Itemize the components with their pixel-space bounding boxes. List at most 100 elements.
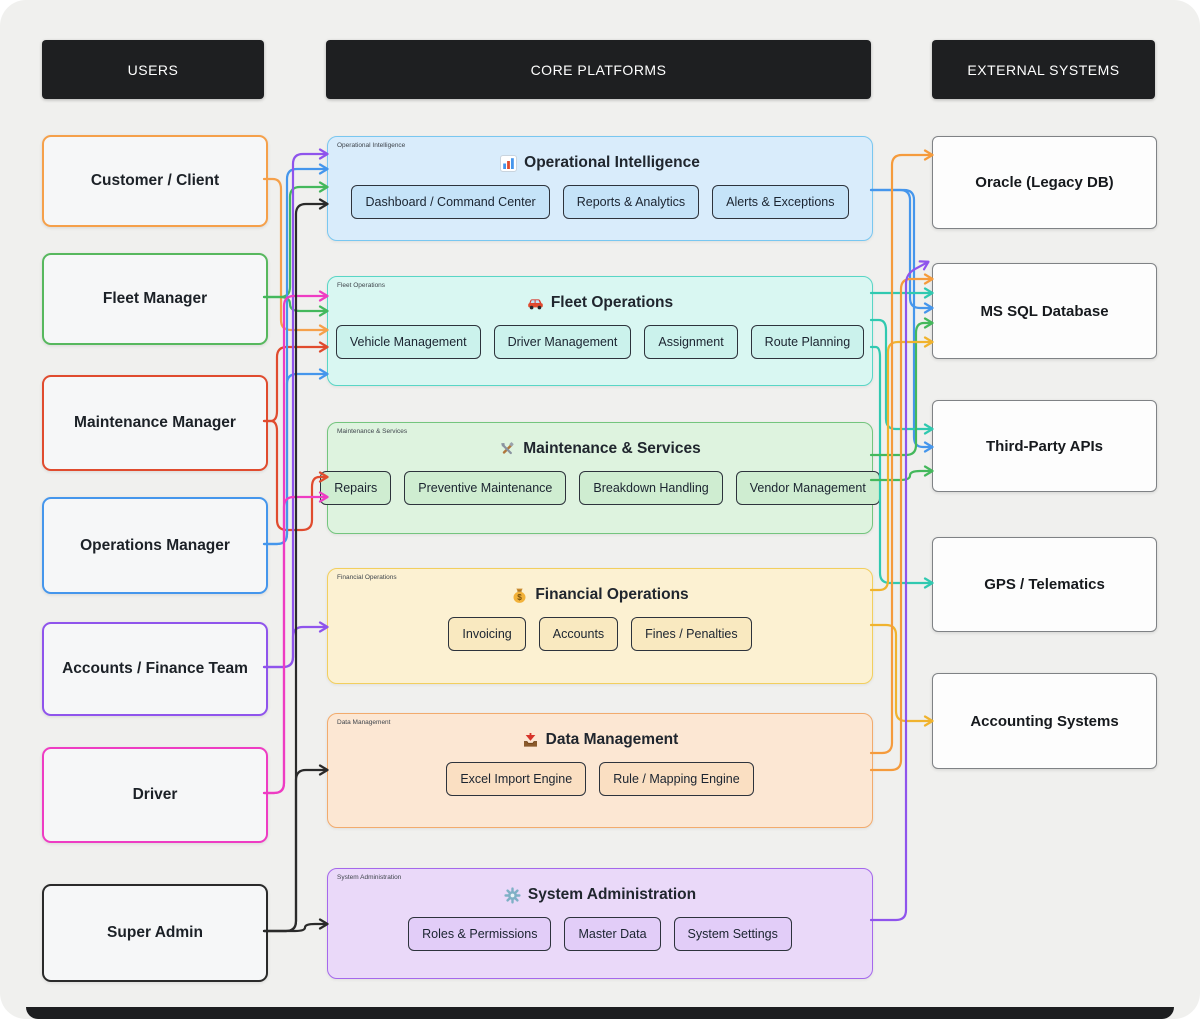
user-node-label: Super Admin (107, 924, 203, 941)
platform-tag-label: Financial Operations (337, 574, 397, 581)
edge-accounts-to-op-int (262, 148, 329, 669)
edge-fleet-ops-to-gps (869, 345, 934, 589)
chip-breakdown-handling[interactable]: Breakdown Handling (579, 471, 723, 505)
platform-tag-label: Fleet Operations (337, 282, 386, 289)
platform-panel-fleet-ops[interactable]: Fleet Operations Fleet Operations Vehicl… (327, 276, 873, 386)
user-node-customer[interactable]: Customer / Client (42, 135, 268, 227)
edge-super-admin-to-sys-admin (262, 918, 329, 933)
svg-text:$: $ (518, 593, 523, 602)
chip-excel-import-engine[interactable]: Excel Import Engine (446, 762, 587, 796)
platform-title: Financial Operations (535, 586, 689, 603)
user-node-accounts[interactable]: Accounts / Finance Team (42, 622, 268, 716)
edge-super-admin-to-op-int (262, 198, 329, 933)
platform-tag-label: Operational Intelligence (337, 142, 406, 149)
gear-icon (504, 886, 521, 904)
platform-panel-data-mgmt[interactable]: Data Management Data Management Excel Im… (327, 713, 873, 828)
platform-tag-label: System Administration (337, 874, 402, 881)
user-node-operations-manager[interactable]: Operations Manager (42, 497, 268, 594)
chip-system-settings[interactable]: System Settings (673, 917, 792, 951)
chip-dashboard-command-center[interactable]: Dashboard / Command Center (351, 185, 550, 219)
edge-financial-to-ms-sql (869, 336, 934, 592)
column-header-external-systems: EXTERNAL SYSTEMS (932, 40, 1155, 99)
edge-maintenance-manager-to-fleet-ops (262, 341, 329, 423)
chip-vendor-management[interactable]: Vendor Management (735, 471, 880, 505)
chip-assignment[interactable]: Assignment (644, 325, 738, 359)
edge-data-mgmt-to-ms-sql (869, 273, 934, 772)
platform-tag-label: Data Management (337, 719, 391, 726)
chip-preventive-maintenance[interactable]: Preventive Maintenance (404, 471, 567, 505)
chip-invoicing[interactable]: Invoicing (448, 617, 526, 651)
edge-super-admin-to-data-mgmt (262, 764, 329, 933)
external-node-ms-sql[interactable]: MS SQL Database (932, 263, 1157, 359)
user-node-maintenance-manager[interactable]: Maintenance Manager (42, 375, 268, 471)
external-node-accounting[interactable]: Accounting Systems (932, 673, 1157, 769)
platform-chip-row: Roles & Permissions Master Data System Set… (328, 917, 872, 951)
edge-operations-manager-to-fleet-ops (262, 368, 329, 546)
user-node-fleet-manager[interactable]: Fleet Manager (42, 253, 268, 345)
edge-driver-to-fleet-ops (262, 290, 329, 795)
chip-reports-analytics[interactable]: Reports & Analytics (562, 185, 700, 219)
chip-master-data[interactable]: Master Data (564, 917, 661, 951)
platform-title: Fleet Operations (550, 294, 674, 311)
chip-alerts-exceptions[interactable]: Alerts & Exceptions (712, 185, 849, 219)
edge-sys-admin-to-ms-sql (869, 260, 930, 922)
column-header-core-platforms: CORE PLATFORMS (326, 40, 871, 99)
import-tray-icon (522, 732, 539, 749)
platform-title-row: Fleet Operations (328, 294, 872, 312)
edge-op-int-to-ms-sql (869, 188, 934, 314)
external-system-label: Accounting Systems (970, 712, 1119, 730)
edge-data-mgmt-to-oracle (869, 149, 934, 755)
edge-fleet-manager-to-op-int (262, 181, 329, 299)
external-system-label: MS SQL Database (980, 302, 1109, 320)
platform-chip-row: Excel Import Engine Rule / Mapping Engine (328, 762, 872, 796)
external-system-label: Third-Party APIs (986, 437, 1103, 455)
user-node-label: Customer / Client (90, 172, 220, 189)
chip-accounts[interactable]: Accounts (538, 617, 619, 651)
edge-op-int-to-third-party (869, 188, 934, 453)
external-system-label: Oracle (Legacy DB) (975, 174, 1114, 191)
bottom-frame-bar (26, 1007, 1174, 1019)
platform-chip-row: Dashboard / Command Center Reports & Anal… (328, 185, 872, 219)
platform-panel-op-int[interactable]: Operational Intelligence Operational Int… (327, 136, 873, 241)
external-node-third-party[interactable]: Third-Party APIs (932, 400, 1157, 492)
edge-driver-to-maintenance (262, 491, 329, 795)
edge-financial-to-accounting (869, 623, 934, 727)
chip-fines-penalties[interactable]: Fines / Penalties (631, 617, 752, 651)
chip-roles-permissions[interactable]: Roles & Permissions (408, 917, 552, 951)
platform-title-row: System Administration (328, 886, 872, 904)
edge-maintenance-to-third-party (869, 465, 934, 482)
edge-maintenance-manager-to-maintenance (262, 419, 329, 532)
user-node-label: Accounts / Finance Team (62, 660, 248, 677)
chip-vehicle-management[interactable]: Vehicle Management (335, 325, 481, 359)
platform-title-row: Data Management (328, 731, 872, 749)
edge-maintenance-to-ms-sql (869, 317, 934, 457)
platform-title-row: Operational Intelligence (328, 154, 872, 172)
external-system-label: GPS / Telematics (984, 576, 1105, 593)
user-node-driver[interactable]: Driver (42, 747, 268, 843)
user-node-super-admin[interactable]: Super Admin (42, 884, 268, 982)
chip-driver-management[interactable]: Driver Management (493, 325, 632, 359)
chip-rule-mapping-engine[interactable]: Rule / Mapping Engine (599, 762, 754, 796)
chip-route-planning[interactable]: Route Planning (750, 325, 865, 359)
platform-panel-maintenance[interactable]: Maintenance & Services Maintenance & Ser… (320, 422, 880, 534)
external-node-gps[interactable]: GPS / Telematics (932, 537, 1157, 632)
chip-repairs[interactable]: Repairs (320, 471, 392, 505)
car-icon (527, 295, 544, 312)
user-node-label: Operations Manager (80, 536, 230, 554)
platform-panel-financial[interactable]: Financial Operations $ Financial Operati… (327, 568, 873, 684)
money-bag-icon: $ (511, 587, 528, 604)
edge-operations-manager-to-op-int (262, 163, 329, 546)
edge-accounts-to-financial (262, 621, 329, 669)
edge-fleet-ops-to-third-party (869, 318, 934, 435)
bar-chart-icon (500, 154, 518, 172)
platform-title: Operational Intelligence (524, 154, 700, 171)
platform-chip-row: Invoicing Accounts Fines / Penalties (328, 617, 872, 651)
platform-title: Maintenance & Services (523, 440, 701, 457)
platform-tag-label: Maintenance & Services (337, 428, 408, 435)
platform-title: System Administration (527, 886, 697, 903)
platform-chip-row: Repairs Preventive Maintenance Breakdown H… (320, 471, 880, 505)
platform-panel-sys-admin[interactable]: System Administration System Administrat… (327, 868, 873, 979)
external-node-oracle[interactable]: Oracle (Legacy DB) (932, 136, 1157, 229)
column-header-users: USERS (42, 40, 264, 99)
